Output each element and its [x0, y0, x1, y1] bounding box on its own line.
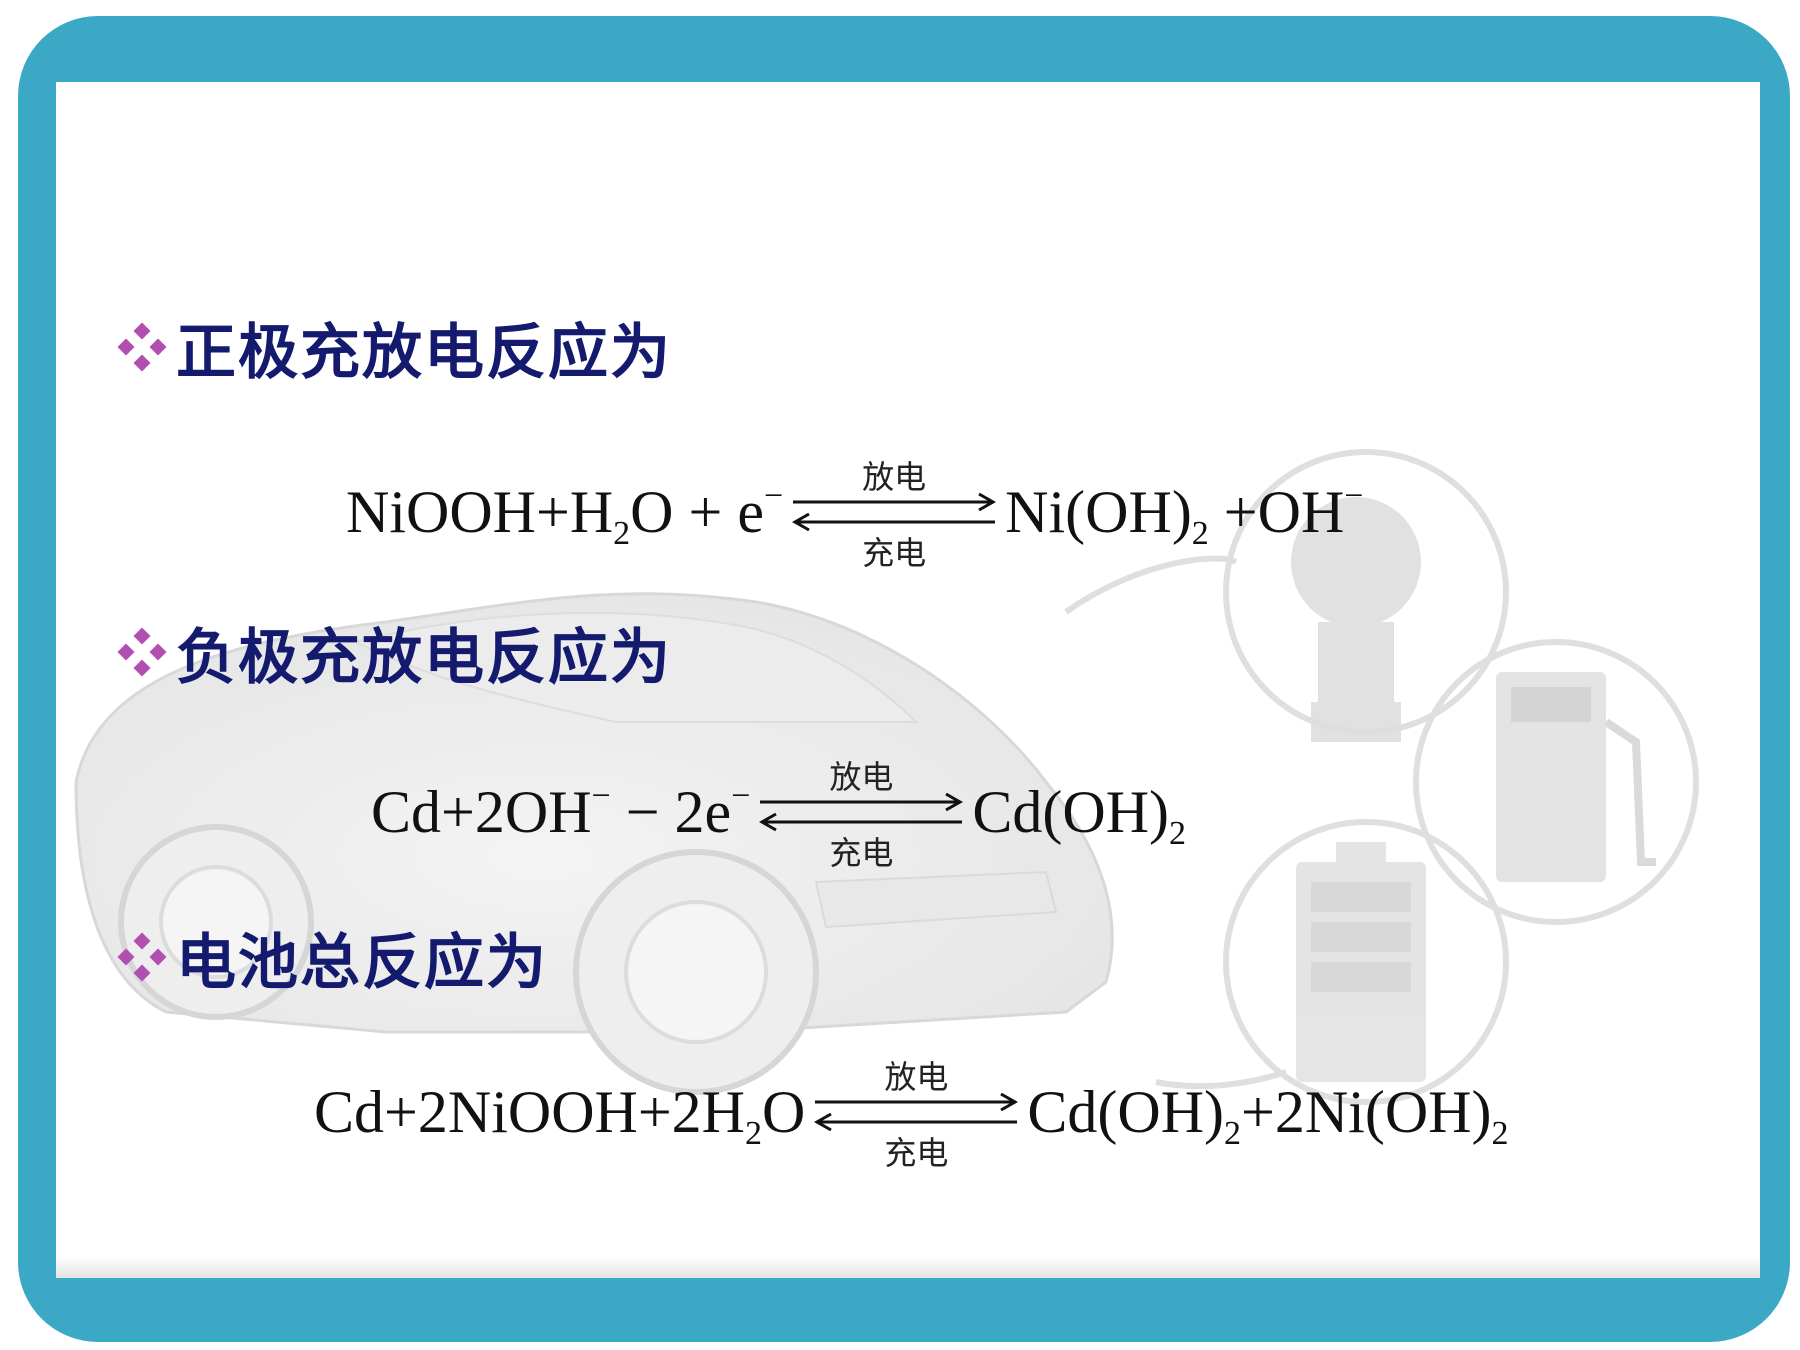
superscript: − [591, 777, 611, 814]
equation-rhs: Ni(OH)2 +OH− [1005, 477, 1364, 550]
eco-circles [1064, 449, 1699, 1105]
subscript: 2 [1491, 1114, 1509, 1152]
double-arrow-icon [792, 492, 997, 532]
heading-positive-electrode: 正极充放电反应为 [116, 302, 672, 392]
subscript: 2 [745, 1114, 763, 1152]
formula-text: Ni(OH) [1005, 478, 1192, 545]
equation-negative-electrode: Cd+2OH− − 2e− 放电 充电 Cd(OH)2 [371, 742, 1186, 882]
formula-text: NiOOH+H [346, 478, 614, 545]
heading-overall-reaction: 电池总反应为 [116, 912, 548, 1002]
formula-text: Cd+2NiOOH+2H [314, 1078, 746, 1145]
reverse-label: 充电 [862, 534, 927, 572]
subscript: 2 [1224, 1114, 1241, 1152]
diamond-bullet-icon [117, 322, 167, 372]
bottom-shadow [56, 1256, 1760, 1278]
formula-text: +2Ni(OH) [1241, 1078, 1492, 1145]
reversible-arrow: 放电 充电 [811, 1042, 1021, 1182]
equation-lhs: NiOOH+H2O + e− [346, 477, 784, 550]
equation-rhs: Cd(OH)2+2Ni(OH)2 [1027, 1078, 1508, 1150]
superscript: − [1344, 477, 1364, 514]
subscript: 2 [1169, 814, 1187, 852]
formula-text: +OH [1208, 478, 1345, 545]
subscript: 2 [613, 514, 631, 552]
heading-negative-electrode: 负极充放电反应为 [116, 607, 672, 697]
forward-label: 放电 [862, 458, 927, 496]
double-arrow-icon [759, 792, 964, 832]
equation-lhs: Cd+2OH− − 2e− [371, 778, 750, 847]
forward-label: 放电 [884, 1058, 949, 1096]
heading-text: 电池总反应为 [176, 927, 548, 998]
heading-text: 正极充放电反应为 [176, 317, 672, 388]
equation-overall-reaction: Cd+2NiOOH+2H2O 放电 充电 Cd(OH)2+2Ni(OH)2 [314, 1042, 1508, 1182]
subscript: 2 [1191, 514, 1209, 552]
battery-icon [1296, 842, 1426, 1082]
heading-text: 负极充放电反应为 [176, 622, 672, 693]
superscript: − [763, 477, 784, 514]
diamond-bullet-icon [117, 627, 167, 677]
formula-text: Cd(OH) [972, 778, 1170, 845]
formula-text: Cd(OH) [1027, 1078, 1224, 1145]
formula-text: O + e [630, 478, 764, 545]
reversible-arrow: 放电 充电 [789, 442, 999, 582]
double-arrow-icon [814, 1092, 1019, 1132]
fuel-pump-icon [1496, 672, 1656, 882]
superscript: − [731, 777, 751, 814]
reverse-label: 充电 [829, 834, 894, 872]
background-illustration [74, 449, 1699, 1105]
formula-text: Cd+2OH [371, 778, 592, 845]
formula-text: − 2e [610, 778, 732, 845]
equation-positive-electrode: NiOOH+H2O + e− 放电 充电 Ni(OH)2 +OH− [346, 442, 1363, 582]
slide-canvas: 正极充放电反应为 NiOOH+H2O + e− 放电 充电 Ni(OH)2 +O… [56, 82, 1760, 1278]
equation-rhs: Cd(OH)2 [972, 778, 1186, 850]
equation-lhs: Cd+2NiOOH+2H2O [314, 1078, 806, 1150]
car-silhouette [74, 592, 1114, 1095]
bulb-icon [1291, 497, 1421, 742]
diamond-bullet-icon [117, 932, 167, 982]
reverse-label: 充电 [884, 1134, 949, 1172]
forward-label: 放电 [829, 758, 894, 796]
reversible-arrow: 放电 充电 [756, 742, 966, 882]
formula-text: O [762, 1078, 806, 1145]
